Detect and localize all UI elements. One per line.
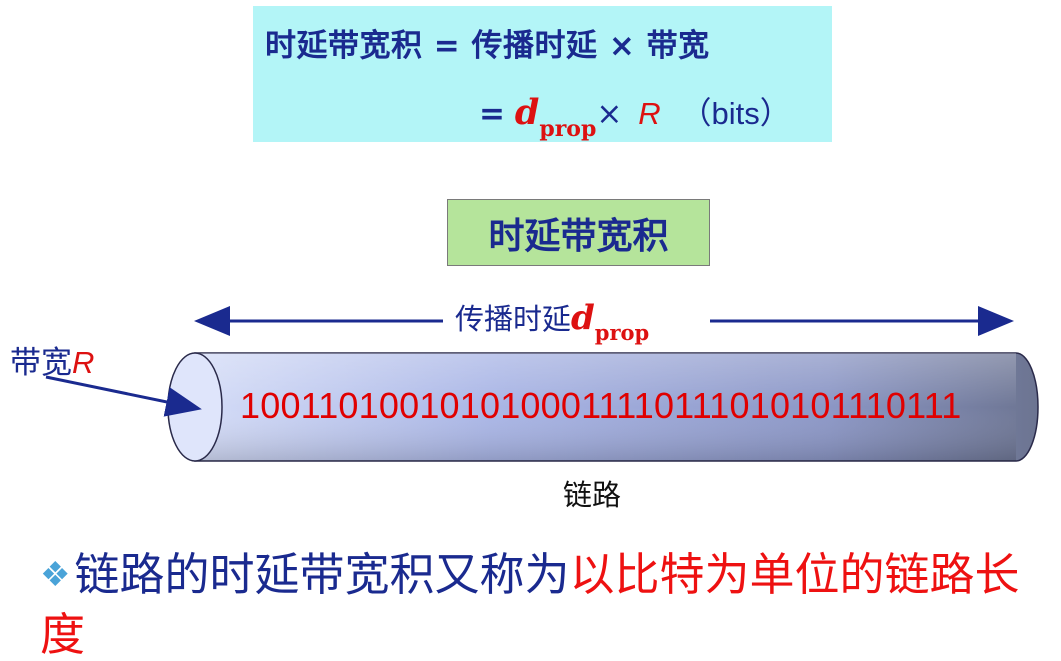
link-label: 链路: [563, 478, 622, 512]
propagation-d-symbol: d: [571, 298, 595, 338]
formula-d-subscript: prop: [539, 116, 597, 142]
bandwidth-text: 带宽: [10, 345, 72, 381]
propagation-delay-text: 传播时延: [455, 302, 572, 336]
formula-unit: （bits）: [680, 96, 791, 131]
diamond-bullet-icon: ❖: [40, 555, 71, 595]
bullet-text-highlight: 以比特为单位的链路长度: [40, 548, 1020, 661]
bandwidth-pointer-arrow: [45, 375, 202, 417]
bullet-text-normal: 链路的时延带宽积又称为: [74, 548, 570, 601]
propagation-d-subscript: prop: [594, 320, 650, 345]
formula-box: 时延带宽积 = 传播时延 × 带宽 = dprop× R （bits）: [253, 6, 832, 142]
bandwidth-label: 带宽R: [10, 337, 94, 382]
formula-d-symbol: d: [514, 92, 540, 133]
formula-line-2: = dprop× R （bits）: [479, 88, 791, 142]
link-pipe-shade: [195, 353, 1016, 461]
delay-bandwidth-product-box: 时延带宽积: [447, 199, 710, 266]
formula-r-symbol: R: [638, 96, 661, 131]
bandwidth-r-symbol: R: [72, 345, 95, 380]
formula-line-1: 时延带宽积 = 传播时延 × 带宽: [265, 28, 710, 64]
bullet-point: ❖链路的时延带宽积又称为以比特为单位的链路长度: [40, 545, 1055, 661]
formula-times: ×: [596, 96, 623, 132]
propagation-delay-label: 传播时延dprop: [449, 296, 656, 346]
formula-equals: =: [479, 96, 505, 132]
link-bits: 1001101001010100011110111010101110111: [240, 385, 962, 426]
